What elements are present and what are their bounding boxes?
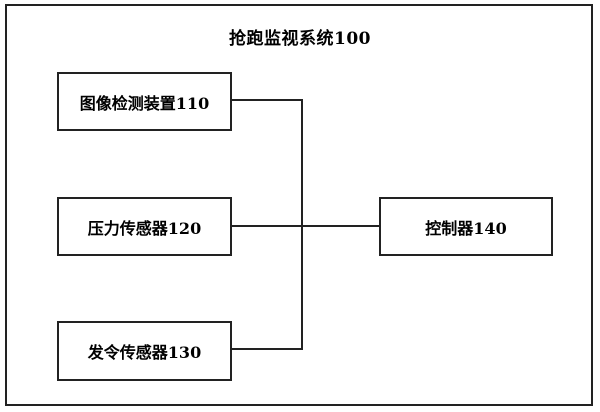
image-detector-node: 图像检测装置110: [57, 72, 232, 131]
pressure-sensor-node: 压力传感器120: [57, 197, 232, 256]
pressure-sensor-label: 压力传感器120: [87, 218, 202, 238]
start-sensor-label: 发令传感器130: [87, 343, 202, 362]
system-boundary: [5, 4, 593, 406]
start-sensor-node: 发令传感器130: [57, 321, 232, 381]
controller-label: 控制器140: [425, 218, 507, 238]
controller-node: 控制器140: [379, 197, 553, 256]
image-detector-label: 图像检测装置110: [79, 93, 210, 113]
diagram-title: 抢跑监视系统100: [229, 29, 371, 49]
